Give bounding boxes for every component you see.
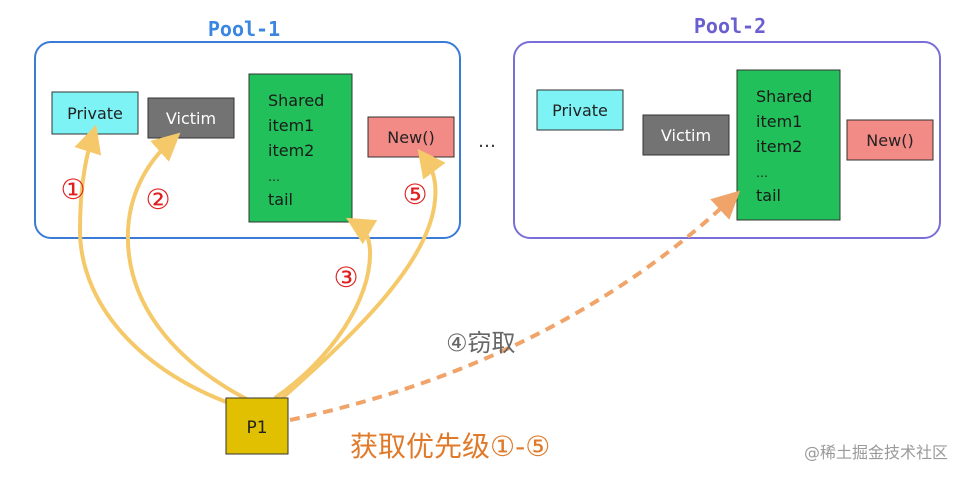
arrow-steal-pool-2 [289,190,741,422]
step-1-marker: ① [60,173,85,206]
pool-1-title: Pool-1 [208,17,280,41]
pool-1-new-label: New() [387,128,434,147]
pool-2-shared-line: Shared [756,87,812,106]
watermark: @稀土掘金技术社区 [803,443,948,462]
arrow-to-private [74,124,251,412]
processor-label: P1 [246,418,267,438]
pool-2-private-label: Private [552,101,608,120]
pool-2-shared-line: item1 [756,112,802,131]
pool-2-private-box: Private [536,89,624,131]
step-4-steal-label: ④窃取 [446,329,516,357]
arrow-to-victim [125,132,253,404]
pool-2-new-label: New() [866,131,913,150]
pool-2-victim-box: Victim [642,114,730,156]
pools-ellipsis: … [478,131,496,152]
pool-1-victim-label: Victim [166,109,216,128]
pool-1-victim-box: Victim [147,97,235,139]
step-5-marker: ⑤ [402,178,427,211]
pool-2-shared-line: … [756,166,768,180]
priority-caption: 获取优先级①-⑤ [350,430,550,463]
arrow-to-shared [273,217,378,400]
pool-1-shared-line: tail [268,190,293,209]
pool-2-new-box: New() [846,119,934,161]
pool-2-victim-label: Victim [661,126,711,145]
step-2-marker: ② [145,183,170,216]
pool-1-private-box: Private [51,91,139,135]
pool-2-shared-box: Shared item1 item2 … tail [736,69,841,221]
pool-2-shared-line: tail [756,186,781,205]
pool-1-shared-box: Shared item1 item2 … tail [248,73,353,223]
pool-1-shared-line: item1 [268,116,314,135]
arrow-to-new [278,148,446,402]
pool-1-shared-line: … [268,170,280,184]
pool-1-new-box: New() [367,116,455,158]
pool-1-shared-line: item2 [268,141,314,160]
pool-1-container [34,41,461,239]
pool-2-shared-line: item2 [756,137,802,156]
pool-1-private-label: Private [67,104,123,123]
pool-1-shared-line: Shared [268,91,324,110]
processor-p1: P1 [225,397,289,455]
step-3-marker: ③ [333,261,358,294]
pool-2-title: Pool-2 [694,14,766,38]
